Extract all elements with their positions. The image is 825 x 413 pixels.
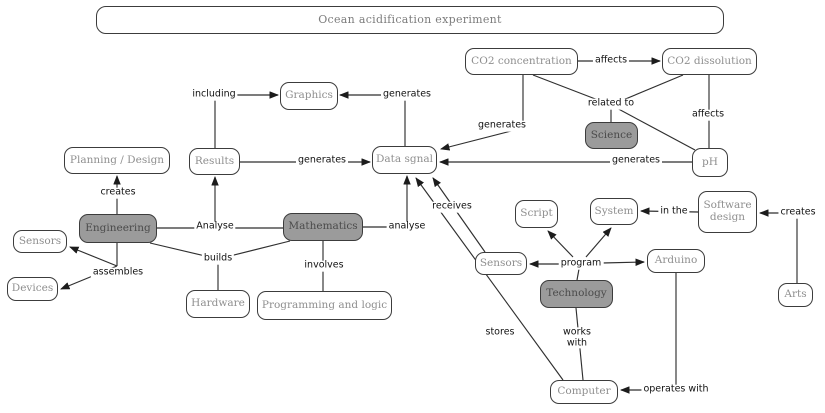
edge-label-creates-left: creates	[98, 186, 138, 199]
node-label-system: System	[594, 204, 634, 217]
node-data-signal[interactable]: Data sgnal	[372, 146, 437, 174]
node-title[interactable]: Ocean acidification experiment	[96, 6, 724, 34]
node-sensors-left[interactable]: Sensors	[13, 230, 67, 253]
node-label-co2-dissolution: CO2 dissolution	[667, 54, 752, 67]
node-label-results: Results	[194, 154, 235, 167]
edge-label-operates-with: operates with	[641, 383, 711, 396]
edge-label-receives: receives	[430, 200, 474, 213]
node-computer[interactable]: Computer	[550, 380, 618, 404]
edge-arts-creates-softwaredesign	[759, 209, 798, 283]
node-engineering[interactable]: Engineering	[79, 214, 157, 243]
node-label-engineering: Engineering	[85, 221, 151, 234]
edge-label-stores: stores	[483, 326, 517, 339]
node-label-title: Ocean acidification experiment	[318, 12, 502, 26]
edge-label-affects-top: affects	[592, 54, 630, 67]
edge-label-creates-right: creates	[778, 206, 818, 219]
node-label-mathematics: Mathematics	[288, 220, 358, 233]
node-devices[interactable]: Devices	[7, 277, 58, 301]
node-label-planning-design: Planning / Design	[69, 153, 165, 166]
edge-label-analyse-lower: analyse	[386, 220, 428, 233]
edge-sensors-receives-datasignal	[432, 177, 486, 253]
node-label-arduino: Arduino	[654, 254, 698, 267]
edge-label-in-the: in the	[658, 205, 690, 218]
node-sensors-right[interactable]: Sensors	[475, 252, 527, 275]
node-co2-dissolution[interactable]: CO2 dissolution	[662, 48, 757, 75]
edge-label-related-to: related to	[585, 97, 637, 110]
node-science[interactable]: Science	[585, 122, 638, 149]
edge-program-script	[547, 230, 574, 258]
edge-label-builds: builds	[201, 252, 235, 265]
edge-results-including-graphics	[214, 91, 279, 148]
node-label-ph: pH	[702, 155, 718, 168]
node-hardware[interactable]: Hardware	[186, 290, 250, 318]
edge-datasignal-generates-graphics	[339, 91, 406, 146]
edge-co2conc-generates-datasignal	[440, 75, 524, 151]
edge-program-system	[585, 227, 612, 258]
node-label-hardware: Hardware	[191, 297, 245, 310]
node-label-graphics: Graphics	[285, 89, 333, 102]
edge-assembles-sensors	[69, 246, 118, 267]
node-arduino[interactable]: Arduino	[647, 249, 705, 273]
edge-mathematics-analyse-datasignal	[363, 175, 411, 228]
edge-label-works-with: works with	[561, 326, 593, 349]
node-label-co2-concentration: CO2 concentration	[471, 54, 572, 67]
node-label-sensors-right: Sensors	[479, 256, 523, 269]
node-label-arts: Arts	[784, 288, 807, 301]
node-technology[interactable]: Technology	[540, 280, 613, 308]
node-script[interactable]: Script	[515, 200, 558, 228]
edge-label-analyse-capital: Analyse	[194, 220, 236, 233]
node-programming-logic[interactable]: Programming and logic	[257, 291, 392, 320]
node-system[interactable]: System	[590, 198, 638, 225]
node-mathematics[interactable]: Mathematics	[283, 213, 363, 241]
node-co2-concentration[interactable]: CO2 concentration	[465, 48, 578, 75]
edge-arduino-operateswith-computer	[620, 273, 677, 394]
node-label-technology: Technology	[546, 287, 607, 300]
edge-relatedto-ph	[610, 104, 696, 151]
edge-label-assembles: assembles	[90, 266, 146, 279]
node-label-computer: Computer	[557, 385, 611, 398]
node-software-design[interactable]: Software design	[698, 191, 757, 233]
node-arts[interactable]: Arts	[778, 283, 813, 307]
node-ph[interactable]: pH	[692, 148, 728, 177]
edge-label-including: including	[190, 88, 238, 101]
node-label-devices: Devices	[11, 282, 54, 295]
node-label-script: Script	[520, 207, 553, 220]
node-graphics[interactable]: Graphics	[280, 82, 338, 110]
node-label-programming-logic: Programming and logic	[261, 298, 388, 311]
node-label-software-design: Software design	[703, 199, 752, 223]
edge-label-generates-results: generates	[296, 154, 348, 167]
edge-program-arduino	[601, 258, 645, 266]
edge-technology-program	[576, 268, 580, 281]
node-label-sensors-left: Sensors	[18, 234, 62, 247]
node-results[interactable]: Results	[189, 148, 240, 175]
node-planning-design[interactable]: Planning / Design	[64, 147, 170, 174]
node-label-science: Science	[590, 128, 633, 141]
edge-label-generates-graphics: generates	[381, 88, 433, 101]
edge-label-generates-co2: generates	[476, 119, 528, 132]
edge-label-generates-ph: generates	[610, 154, 662, 167]
edge-label-involves: involves	[302, 259, 346, 272]
edge-label-program: program	[558, 257, 604, 270]
edge-label-affects-right: affects	[689, 108, 727, 121]
node-label-data-signal: Data sgnal	[376, 153, 433, 166]
